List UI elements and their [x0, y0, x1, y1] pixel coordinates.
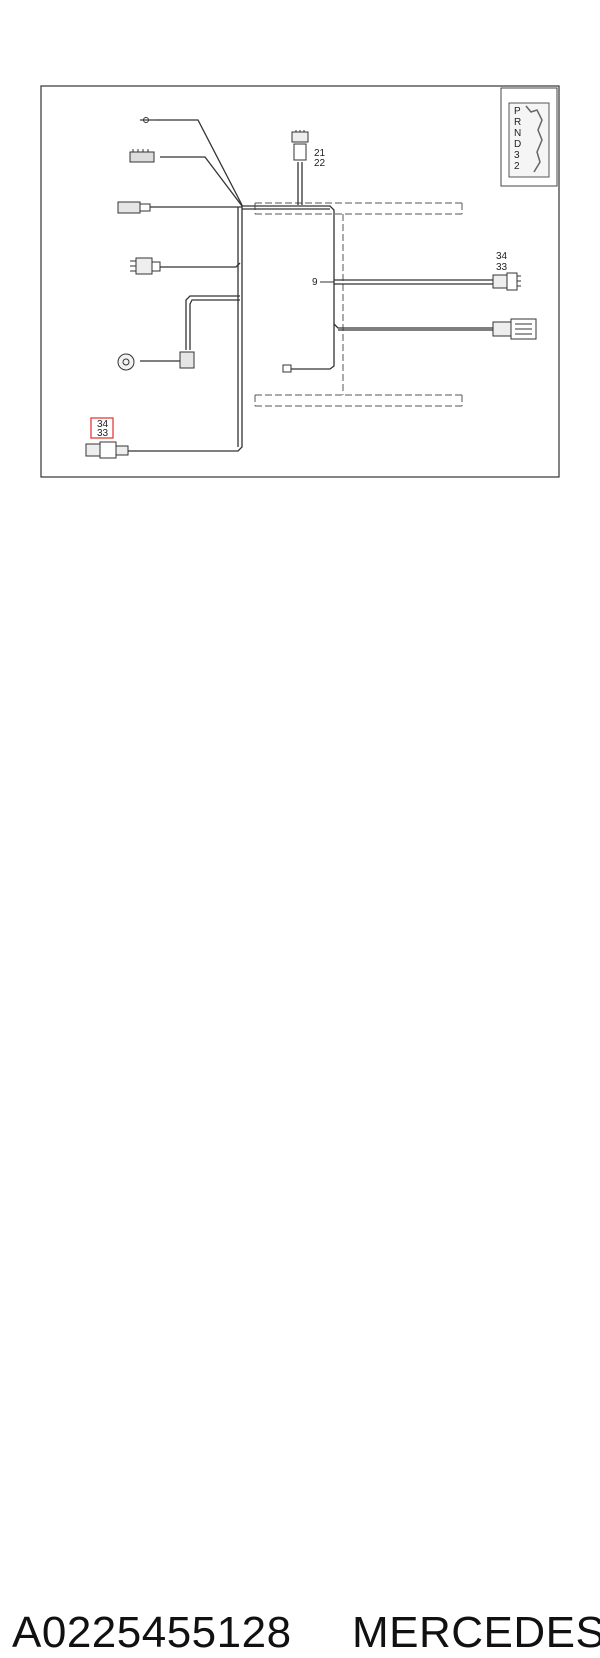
- callout-21: 21: [314, 148, 326, 159]
- gear-label-p: P: [514, 106, 521, 117]
- callout-34-left: 34: [97, 419, 109, 430]
- callout-34-right: 34: [496, 251, 508, 262]
- highlighted-callout-box: [90, 417, 114, 439]
- harness-wires: [128, 119, 493, 452]
- brand-name: MERCEDES: [352, 1608, 600, 1657]
- gear-selector-inset: P R N D 3 2: [500, 87, 558, 187]
- connector-multi-pin-upper: [129, 149, 155, 163]
- caption-bar: A0225455128 MERCEDES: [0, 800, 600, 1657]
- connector-right-large: [492, 318, 537, 340]
- callout-9: 9: [312, 277, 318, 288]
- callout-33-right: 33: [496, 262, 508, 273]
- callout-22: 22: [314, 158, 326, 169]
- connector-square-mid-left: [130, 257, 161, 275]
- diagram-frame: [40, 85, 560, 478]
- connector-top-21-22: [291, 130, 309, 161]
- connector-bottom-left-34-33: [85, 441, 129, 459]
- callout-33-left: 33: [97, 428, 109, 439]
- gear-label-n: N: [514, 128, 521, 139]
- wiring-harness-diagram: P R N D 3 2: [40, 85, 560, 478]
- gear-label-r: R: [514, 117, 521, 128]
- connector-round: [117, 351, 195, 371]
- dashed-body-outline: [254, 202, 463, 407]
- connector-plug-left: [117, 201, 151, 214]
- connector-right-34-33: [492, 272, 521, 291]
- connector-top-left: [140, 117, 155, 123]
- gear-label-3: 3: [514, 150, 520, 161]
- gear-label-d: D: [514, 139, 521, 150]
- part-number: A0225455128: [12, 1608, 292, 1657]
- gear-label-2: 2: [514, 161, 520, 172]
- connector-small-center: [282, 364, 292, 373]
